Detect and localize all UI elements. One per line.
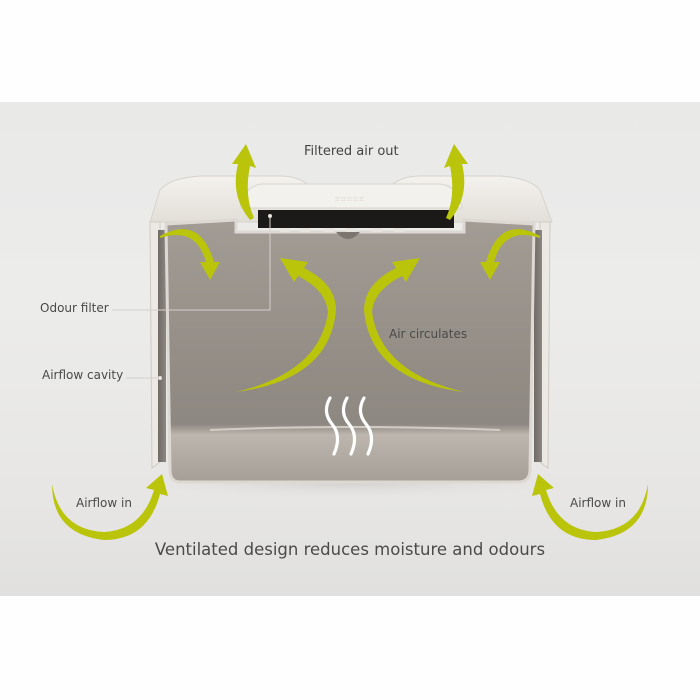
filter-slots (280, 228, 404, 232)
label-airflow-in-right: Airflow in (570, 496, 626, 510)
odour-filter-strip (258, 210, 454, 228)
label-air-circulates: Air circulates (389, 327, 468, 341)
arrow-circulate-right (364, 258, 464, 392)
arrow-circulate-left (236, 258, 336, 392)
illustration-panel: ⌗⌗⌗⌗⌗ (0, 102, 700, 596)
embossed-logo: ⌗⌗⌗⌗⌗ (335, 195, 365, 205)
caddy-cutaway-illustration: ⌗⌗⌗⌗⌗ (52, 144, 648, 540)
arrow-curl-right (480, 229, 540, 280)
label-odour-filter: Odour filter (40, 301, 109, 315)
airflow-cavity-right (534, 230, 542, 462)
arrow-in-left (52, 474, 168, 540)
arrow-curl-left (160, 229, 220, 280)
airflow-cavity-left (158, 230, 166, 462)
figure-caption: Ventilated design reduces moisture and o… (154, 540, 546, 559)
label-airflow-in-left: Airflow in (76, 496, 132, 510)
airflow-arrows (52, 144, 648, 540)
leader-lines (112, 216, 271, 379)
steam-icon (324, 396, 374, 456)
arrow-out-left (232, 144, 256, 220)
arrow-in-right (532, 474, 648, 540)
lid-catch (336, 232, 360, 239)
inner-container (164, 218, 536, 484)
label-airflow-cavity: Airflow cavity (42, 368, 124, 382)
arrow-out-right (444, 144, 468, 220)
label-filtered-air-out: Filtered air out (304, 144, 399, 159)
